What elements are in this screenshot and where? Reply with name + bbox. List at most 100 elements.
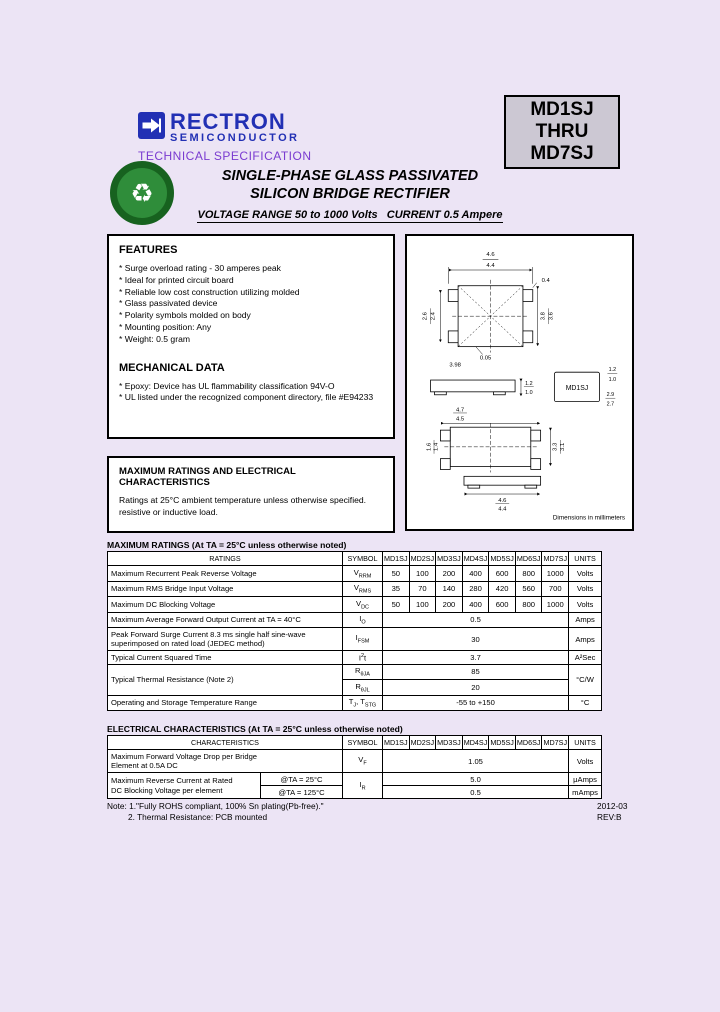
value-cell: 800 — [514, 565, 543, 582]
sym-sub: F — [363, 760, 367, 767]
sym-sub: DC — [361, 604, 370, 611]
electrical-characteristics-table: CHARACTERISTICS SYMBOL MD1SJ MD2SJ MD3SJ… — [107, 735, 603, 799]
dim-label: 2.7 — [607, 402, 615, 408]
header-cell: MD3SJ — [435, 735, 463, 750]
units-cell: Volts — [568, 580, 603, 598]
device-marking-label: MD1SJ — [566, 385, 589, 392]
feature-item: * Weight: 0.5 gram — [119, 333, 191, 344]
value-cell: 800 — [514, 596, 543, 613]
feature-item: * Mounting position: Any — [119, 321, 212, 332]
ratings-note-line1: Ratings at 25°C ambient temperature unle… — [119, 495, 367, 505]
value-cell: 30 — [381, 627, 570, 652]
ratings-note-heading: MAXIMUM RATINGS AND ELECTRICAL CHARACTER… — [119, 466, 296, 488]
value-cell: 1.05 — [381, 749, 570, 773]
dim-label: 2.9 — [607, 392, 615, 398]
package-drawing: 4.6 4.4 0.4 2.6 2.4 3.8 3.6 0.05 3.98 1.… — [423, 252, 625, 521]
value-cell: -55 to +150 — [381, 694, 570, 712]
symbol-cell: I2t — [342, 650, 383, 665]
package-bottom-view — [433, 412, 561, 473]
dim-label: 4.6 — [486, 252, 495, 258]
row-label-line: Peak Forward Surge Current 8.3 ms single… — [111, 629, 306, 639]
row-label: Operating and Storage Temperature Range — [107, 694, 343, 712]
dim-label: 3.8 — [541, 311, 547, 320]
features-list: * Surge overload rating - 30 amperes pea… — [119, 263, 383, 346]
value-cell: 280 — [461, 580, 490, 598]
sym: T — [348, 697, 354, 707]
features-heading: FEATURES — [119, 244, 178, 256]
sym-sub: STG — [364, 702, 377, 709]
condition-cell: @TA = 125°C — [260, 785, 343, 799]
units-cell: A²Sec — [568, 650, 603, 665]
units-cell: Volts — [568, 565, 603, 582]
value-cell: 600 — [488, 565, 516, 582]
sym-sub: J — [353, 702, 357, 709]
footnotes: Note: 1."Fully ROHS compliant, 100% Sn p… — [107, 801, 324, 822]
dim-label: 2.4 — [431, 311, 437, 320]
dim-label: 0.4 — [542, 278, 551, 284]
sym: I — [358, 653, 361, 663]
voltage-range-subtitle: VOLTAGE RANGE 50 to 1000 Volts CURRENT 0… — [197, 209, 503, 223]
value-cell: 0.5 — [381, 611, 570, 629]
eco-logo: ♻ — [110, 161, 174, 225]
sym: T — [360, 697, 365, 707]
value-cell: 400 — [461, 596, 490, 613]
header-cell: MD5SJ — [488, 735, 516, 750]
package-marking-view — [553, 371, 618, 403]
dim-label: 4.5 — [456, 416, 465, 422]
header-cell: RATINGS — [107, 551, 343, 566]
units-cell: Amps — [568, 611, 603, 629]
symbol-cell: TJ, TSTG — [342, 694, 383, 712]
units-cell: Amps — [568, 627, 603, 652]
sym-sub: RRM — [358, 573, 372, 580]
row-label-line: superimposed on rated load (JEDEC method… — [111, 639, 265, 649]
brand-block: RECTRON SEMICONDUCTOR TECHNICAL SPECIFIC… — [138, 111, 312, 163]
row-label-line: DC Blocking Voltage per element — [111, 785, 223, 795]
package-drawing-panel: 4.6 4.4 0.4 2.6 2.4 3.8 3.6 0.05 3.98 1.… — [405, 234, 634, 531]
max-ratings-title: MAXIMUM RATINGS (At TA = 25°C unless oth… — [107, 540, 347, 550]
condition-cell: @TA = 25°C — [260, 772, 343, 786]
table-header-row: RATINGS SYMBOL MD1SJ MD2SJ MD3SJ MD4SJ M… — [107, 551, 603, 566]
features-panel: FEATURES * Surge overload rating - 30 am… — [107, 234, 395, 439]
value-cell: 20 — [381, 679, 570, 696]
value-cell: 700 — [541, 580, 570, 598]
symbol-cell: VF — [342, 749, 383, 773]
value-cell: 100 — [408, 596, 437, 613]
value-cell: 70 — [408, 580, 437, 598]
brand-subtitle: SEMICONDUCTOR — [170, 132, 300, 144]
sym-sub: O — [361, 619, 366, 626]
brand-tagline: TECHNICAL SPECIFICATION — [138, 149, 312, 163]
value-cell: 50 — [382, 565, 410, 582]
rectron-logo-icon — [138, 112, 165, 139]
units-cell: Volts — [568, 596, 603, 613]
feature-item: * Glass passivated device — [119, 298, 218, 309]
table-row: Maximum Reverse Current at Rated DC Bloc… — [107, 772, 603, 799]
feature-item: * Polarity symbols molded on body — [119, 310, 251, 321]
mechanical-item: * UL listed under the recognized compone… — [119, 392, 374, 403]
dim-label: 4.4 — [498, 507, 507, 513]
sym: R — [355, 681, 361, 691]
value-cell: 35 — [382, 580, 410, 598]
value-cell: 85 — [381, 663, 570, 681]
value-cell: 1000 — [541, 565, 570, 582]
ratings-note-line2: resistive or inductive load. — [119, 506, 218, 517]
dim-label: 4.6 — [498, 498, 507, 504]
value-cell: 50 — [382, 596, 410, 613]
dim-label: 2.6 — [423, 311, 429, 320]
dim-label: 4.4 — [486, 263, 495, 269]
package-base-view — [463, 475, 542, 504]
row-label: Typical Thermal Resistance (Note 2) — [107, 663, 343, 696]
sym-sub: R — [361, 785, 366, 792]
sym: V — [353, 583, 359, 593]
header-cell: MD5SJ — [488, 551, 516, 566]
mechanical-data-heading: MECHANICAL DATA — [119, 361, 225, 374]
table-row: Maximum Recurrent Peak Reverse Voltage V… — [107, 565, 603, 582]
row-label-line: Element at 0.5A DC — [111, 761, 178, 770]
table-row: Maximum Average Forward Output Current a… — [107, 611, 603, 629]
header-cell: SYMBOL — [342, 551, 383, 566]
symbol-cell: IO — [342, 611, 383, 629]
row-label: Maximum Average Forward Output Current a… — [107, 611, 343, 629]
header-cell: MD2SJ — [408, 551, 437, 566]
value-cell: 3.7 — [381, 650, 570, 665]
row-label: Maximum Forward Voltage Drop per Bridge … — [107, 749, 343, 773]
